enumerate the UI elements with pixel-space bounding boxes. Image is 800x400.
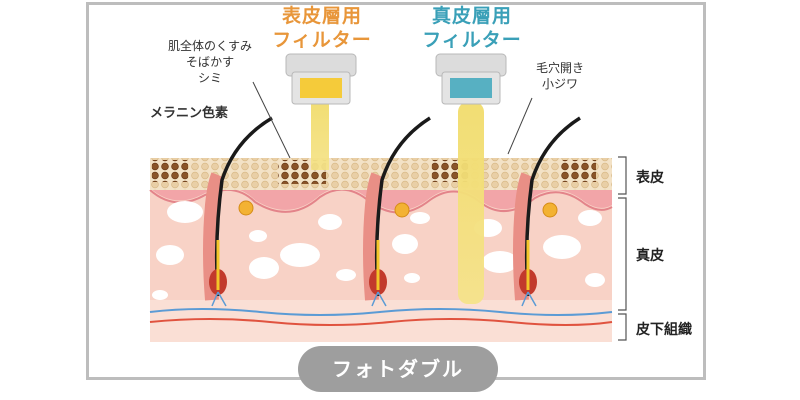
melanin-label: メラニン色素: [150, 106, 229, 121]
blood-vessel-blue: [149, 308, 613, 316]
dermal-light-beam: [458, 102, 484, 304]
epidermis-filter-title: 表皮層用 フィルター: [262, 4, 382, 52]
pigment-pointer-line: [252, 81, 291, 159]
fat-cells: [152, 201, 605, 300]
dermis-filter-title: 真皮層用 フィルター: [412, 4, 532, 52]
subcutaneous-label: 皮下組織: [636, 322, 692, 338]
epidermal-light-beam: [311, 102, 329, 170]
epidermis-filter-title-line1: 表皮層用: [281, 5, 362, 27]
dermis-label: 真皮: [636, 248, 664, 264]
melanin-cluster: [560, 160, 596, 182]
pores-annotation-line1: 毛穴開き: [535, 61, 584, 75]
pores-annotation-line2: 小ジワ: [541, 77, 578, 91]
hair-follicle: [513, 116, 581, 307]
epidermis-filter-title-line2: フィルター: [272, 29, 372, 51]
brand-pill: フォトダブル: [298, 346, 498, 392]
subcutaneous-bracket: [618, 313, 627, 341]
pores-pointer-line: [507, 97, 533, 155]
pigment-annotation: 肌全体のくすみ そばかす シミ: [150, 38, 270, 86]
hair-follicle: [363, 116, 431, 307]
pigment-annotation-line3: シミ: [197, 71, 222, 85]
melanin-cluster: [152, 160, 188, 182]
pigment-annotation-line2: そばかす: [185, 55, 235, 69]
epidermis-label: 表皮: [636, 170, 664, 186]
blood-vessel-red: [149, 318, 613, 326]
dermis-bracket: [618, 197, 627, 311]
dermis-filter-title-line1: 真皮層用: [431, 5, 512, 27]
epidermis-filter-device: [285, 53, 357, 105]
pigment-annotation-line1: 肌全体のくすみ: [167, 39, 252, 53]
pores-annotation: 毛穴開き 小ジワ: [520, 60, 600, 92]
dermis-filter-title-line2: フィルター: [422, 29, 522, 51]
dermis-filter-device: [435, 53, 507, 105]
subcutaneous-layer: [150, 300, 612, 342]
epidermis-bracket: [618, 156, 627, 195]
hair-follicle: [203, 116, 273, 307]
